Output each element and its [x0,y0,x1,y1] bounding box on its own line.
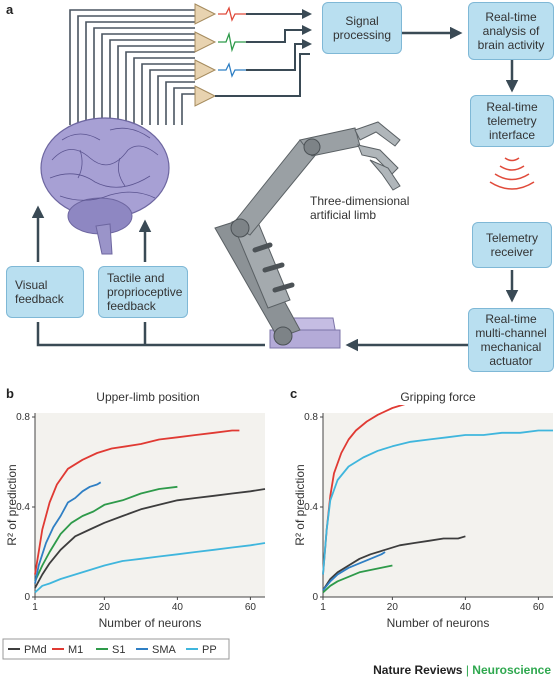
legend-label-sma: SMA [152,644,177,656]
signal-processing-box: Signal processing [322,2,402,54]
chart-c-x-tick-label: 40 [460,602,472,613]
chart-b-series-pmd [34,488,266,589]
artificial-limb-label: Three-dimensional artificial limb [310,194,410,222]
chart-c-y-tick-label: 0.8 [304,412,318,423]
panel-a-diagram [31,3,535,352]
chart-c-series-pp [322,429,553,575]
panel-a-label: a [6,2,14,17]
chart-c-series-pmd [322,535,466,591]
telemetry-receiver-box: Telemetry receiver [472,222,552,268]
chart-c-plot-area [323,413,553,597]
analysis-box: Real-time analysis of brain activity [468,2,554,60]
panel-c-label: c [290,386,298,401]
telemetry-interface-box: Real-time telemetry interface [470,95,554,147]
chart-b-plot-area [35,413,265,597]
chart-c-x-axis-label: Number of neurons [387,616,490,630]
chart-b-y-tick-label: 0 [24,592,30,603]
legend-frame [2,638,230,660]
legend-label-pp: PP [202,644,217,656]
chart-b-series-m1 [34,429,240,575]
journal-section: Neuroscience [472,663,551,677]
actuator-box: Real-time multi-channel mechanical actua… [468,308,554,372]
chart-c-x-tick-label: 1 [320,602,326,613]
journal-separator: | [465,663,469,677]
chart-c-x-tick-label: 20 [387,602,399,613]
robotic-arm-illustration [214,121,401,349]
journal-name: Nature Reviews [373,663,463,677]
chart-b-series-pp [34,542,266,594]
chart-b-y-tick-label: 0.4 [16,502,30,513]
chart-b-x-tick-label: 20 [99,602,111,613]
panel-b-label: b [6,386,14,401]
legend-label-s1: S1 [112,644,125,656]
tactile-feedback-box: Tactile and proprioceptive feedback [98,266,188,318]
chart-c-series-m1 [322,405,406,575]
chart-c-x-tick-label: 60 [533,602,545,613]
spike-waveform-icons [218,6,246,78]
chart-c-series-s1 [322,564,393,594]
electrode-wires [69,9,195,125]
amplifier-icons [194,3,217,107]
chart-b-series-sma [34,481,102,584]
legend: PMd M1 S1 SMA PP [2,638,230,660]
brain-illustration [40,117,170,255]
wireless-signal-icon [489,157,535,190]
journal-footer: Nature Reviews | Neuroscience [373,663,551,677]
chart-b-y-tick-label: 0.8 [16,412,30,423]
chart-c-y-tick-label: 0.4 [304,502,318,513]
chart-c-series-sma [322,551,386,591]
legend-label-pmd: PMd [24,644,47,656]
panel-c-title: Gripping force [400,390,476,404]
visual-feedback-box: Visual feedback [6,266,84,318]
legend-label-m1: M1 [68,644,83,656]
flow-arrows [31,26,519,352]
chart-b-x-axis-label: Number of neurons [99,616,202,630]
chart-b-x-tick-label: 1 [32,602,38,613]
chart-b-y-axis-label: R² of prediction [5,464,19,545]
chart-b-x-tick-label: 60 [245,602,257,613]
chart-c-y-tick-label: 0 [312,592,318,603]
panel-b-title: Upper-limb position [96,390,200,404]
chart-b-series-s1 [34,485,178,582]
chart-c-y-axis-label: R² of prediction [293,464,307,545]
chart-b-x-tick-label: 40 [172,602,184,613]
